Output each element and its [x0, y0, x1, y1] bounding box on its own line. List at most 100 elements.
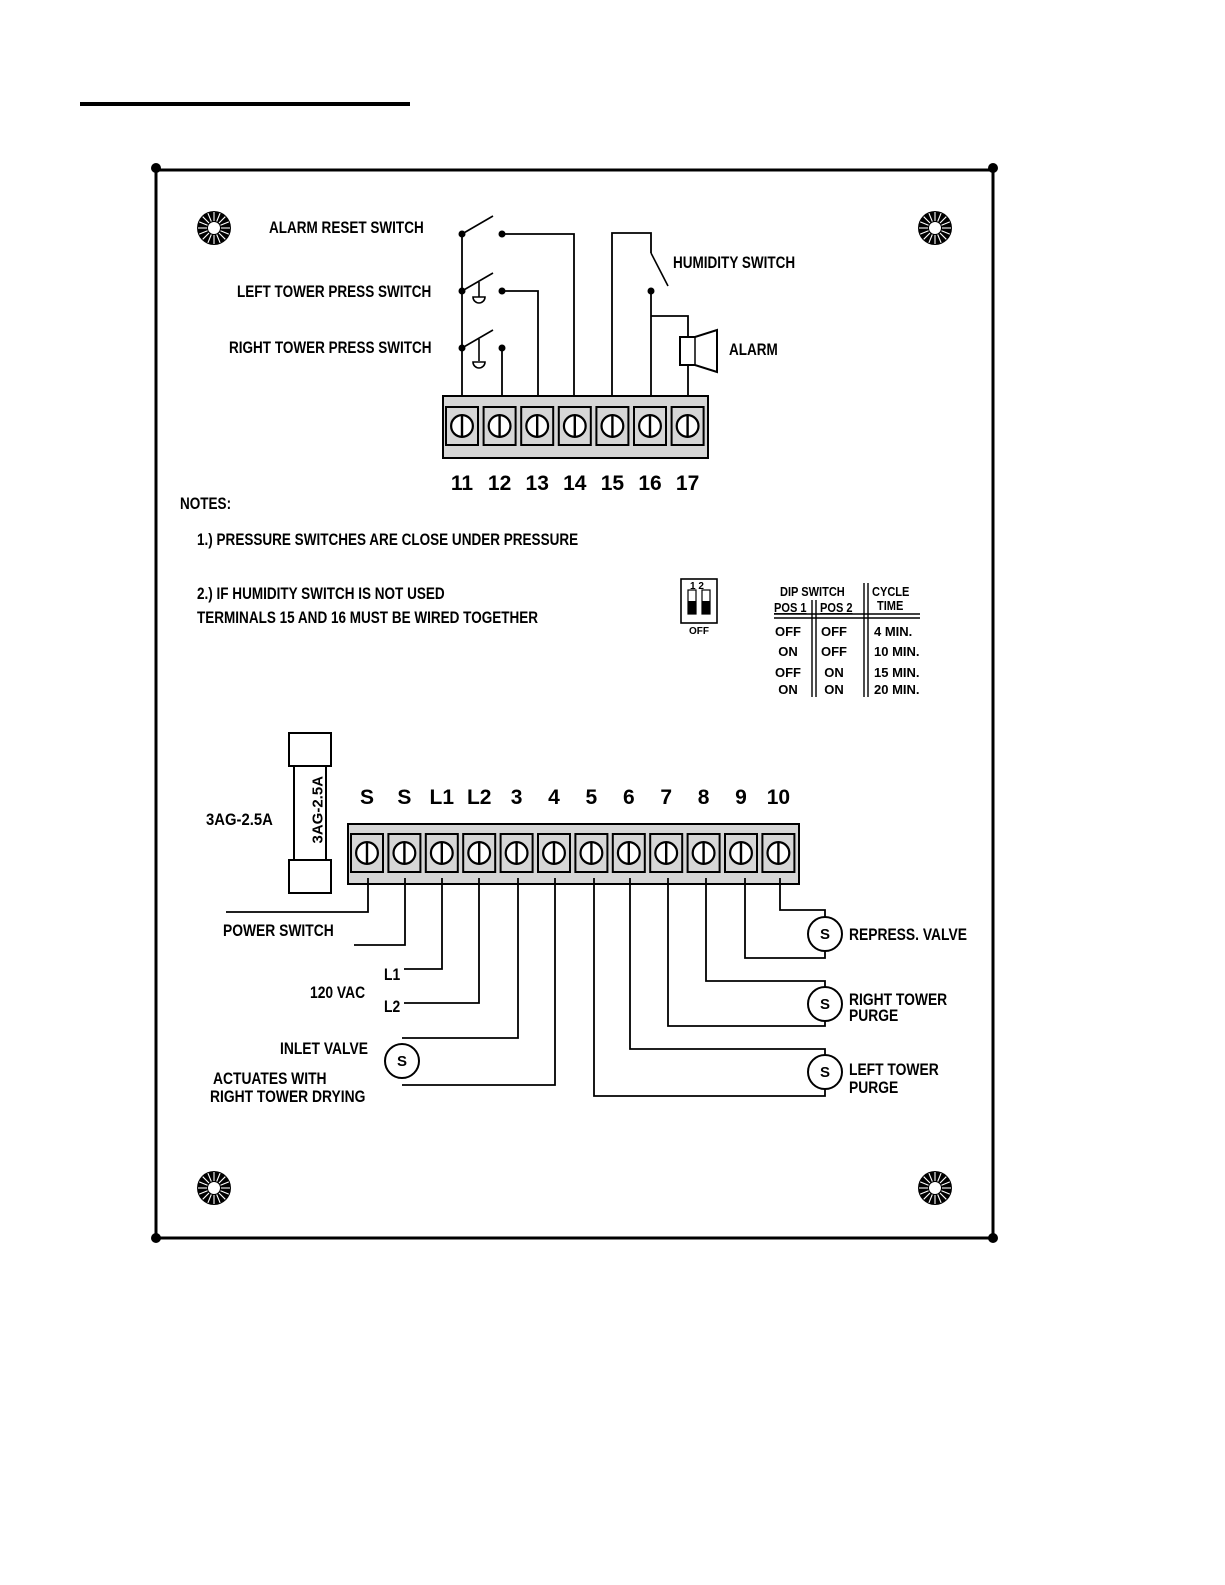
dip-pos2-value: OFF [821, 624, 847, 639]
dip-pos2-value: ON [824, 682, 844, 697]
bottom-terminal-label: 6 [623, 786, 635, 809]
top-terminal-strip [442, 395, 709, 459]
bottom-terminal [424, 833, 459, 873]
right-tower-purge-label-line-1: RIGHT TOWER [849, 991, 947, 1009]
top-terminal-number: 14 [563, 472, 587, 495]
fuse-label: 3AG-2.5A [206, 811, 273, 829]
left-tower-press-switch-label: LEFT TOWER PRESS SWITCH [237, 283, 431, 302]
bottom-terminal-label: 7 [660, 786, 672, 809]
svg-text:S: S [820, 1064, 830, 1081]
note-1: 1.) PRESSURE SWITCHES ARE CLOSE UNDER PR… [197, 531, 578, 550]
panel-border [151, 163, 998, 1243]
dip-pos2-value: ON [824, 665, 844, 680]
bottom-terminal-label: S [360, 786, 374, 809]
bottom-wiring [226, 878, 826, 1097]
top-terminal [595, 406, 630, 446]
dip-pos1-value: OFF [775, 624, 801, 639]
top-terminal [520, 406, 555, 446]
mounting-hole-icon [196, 210, 232, 246]
dip-switch-icon [680, 578, 718, 624]
dip-cycle-time-value: 15 MIN. [874, 665, 920, 680]
top-terminal-number: 17 [676, 472, 699, 495]
bottom-terminal [499, 833, 534, 873]
l1-label: L1 [384, 966, 401, 984]
mounting-hole-icon [196, 1170, 232, 1206]
mounting-hole-icon [917, 210, 953, 246]
bottom-terminal [387, 833, 422, 873]
inlet-valve-solenoid-icon: S [384, 1043, 420, 1079]
left-tower-purge-solenoid-icon: S [807, 1054, 843, 1090]
top-terminal [557, 406, 592, 446]
bottom-terminal-label: 4 [548, 786, 560, 809]
top-terminal-number: 15 [601, 472, 625, 495]
top-terminal-number: 12 [488, 472, 511, 495]
left-tower-purge-label-line-1: LEFT TOWER [849, 1061, 939, 1079]
notes-heading: NOTES: [180, 495, 231, 514]
svg-text:S: S [820, 996, 830, 1013]
vac-label: 120 VAC [310, 984, 365, 1002]
bottom-terminal [462, 833, 497, 873]
note-2-line-2: TERMINALS 15 AND 16 MUST BE WIRED TOGETH… [197, 609, 538, 628]
actuates-with-label: ACTUATES WITH [213, 1070, 327, 1088]
left-tower-purge-label-line-2: PURGE [849, 1079, 898, 1097]
bottom-terminal [574, 833, 609, 873]
repress-valve-label: REPRESS. VALVE [849, 926, 967, 944]
bottom-terminal-label: 5 [586, 786, 598, 809]
time-header: TIME [877, 598, 903, 613]
bottom-terminal-label: 8 [698, 786, 710, 809]
dip-pos2-value: OFF [821, 644, 847, 659]
pos2-header: POS 2 [820, 600, 853, 615]
right-tower-press-switch-label: RIGHT TOWER PRESS SWITCH [229, 339, 432, 358]
dip-icon-off: OFF [689, 626, 709, 637]
bottom-terminal-label: 9 [735, 786, 747, 809]
dip-pos1-value: ON [778, 682, 798, 697]
bottom-terminal-label: L1 [430, 786, 455, 809]
inlet-valve-label: INLET VALVE [280, 1040, 368, 1058]
repress-valve-solenoid-icon: S [807, 916, 843, 952]
power-switch-label: POWER SWITCH [223, 922, 334, 940]
pos1-header: POS 1 [774, 600, 807, 615]
bottom-terminal-label: L2 [467, 786, 492, 809]
alarm-label: ALARM [729, 341, 778, 360]
dip-switch-table [774, 583, 920, 697]
top-terminal [633, 406, 667, 446]
fuse-body-label: 3AG-2.5A [310, 776, 327, 844]
cycle-header: CYCLE [872, 584, 909, 599]
bottom-terminal [350, 833, 384, 873]
top-terminal [445, 406, 479, 446]
top-terminal-numbers: 11 12 13 14 15 16 17 [451, 472, 699, 495]
bottom-terminal-label: 10 [767, 786, 790, 809]
top-terminal [670, 406, 705, 446]
svg-text:S: S [397, 1053, 407, 1070]
bottom-terminal-strip [347, 823, 800, 885]
dip-switch-header: DIP SWITCH [780, 584, 845, 599]
bottom-terminal [686, 833, 721, 873]
bottom-terminal-label: S [397, 786, 411, 809]
bottom-terminal [537, 833, 571, 873]
dip-pos1-value: OFF [775, 665, 801, 680]
bottom-terminal [649, 833, 684, 873]
dip-cycle-time-value: 10 MIN. [874, 644, 920, 659]
fuse-icon [288, 732, 332, 894]
top-terminal-number: 13 [526, 472, 549, 495]
top-terminal-number: 11 [451, 472, 474, 495]
right-tower-drying-label: RIGHT TOWER DRYING [210, 1088, 365, 1106]
bottom-terminal [761, 833, 796, 873]
bottom-terminal [611, 833, 646, 873]
alarm-reset-switch-label: ALARM RESET SWITCH [269, 219, 424, 238]
dip-icon-numbers: 1 2 [690, 581, 704, 592]
right-tower-purge-label-line-2: PURGE [849, 1007, 898, 1025]
dip-cycle-time-value: 4 MIN. [874, 624, 912, 639]
bottom-terminal [724, 833, 758, 873]
top-terminal [482, 406, 517, 446]
right-tower-purge-solenoid-icon: S [807, 986, 843, 1022]
svg-text:S: S [820, 926, 830, 943]
dip-cycle-time-value: 20 MIN. [874, 682, 920, 697]
bottom-terminal-label: 3 [511, 786, 523, 809]
note-2-line-1: 2.) IF HUMIDITY SWITCH IS NOT USED [197, 585, 445, 604]
top-terminal-number: 16 [638, 472, 661, 495]
top-wiring [458, 215, 718, 424]
